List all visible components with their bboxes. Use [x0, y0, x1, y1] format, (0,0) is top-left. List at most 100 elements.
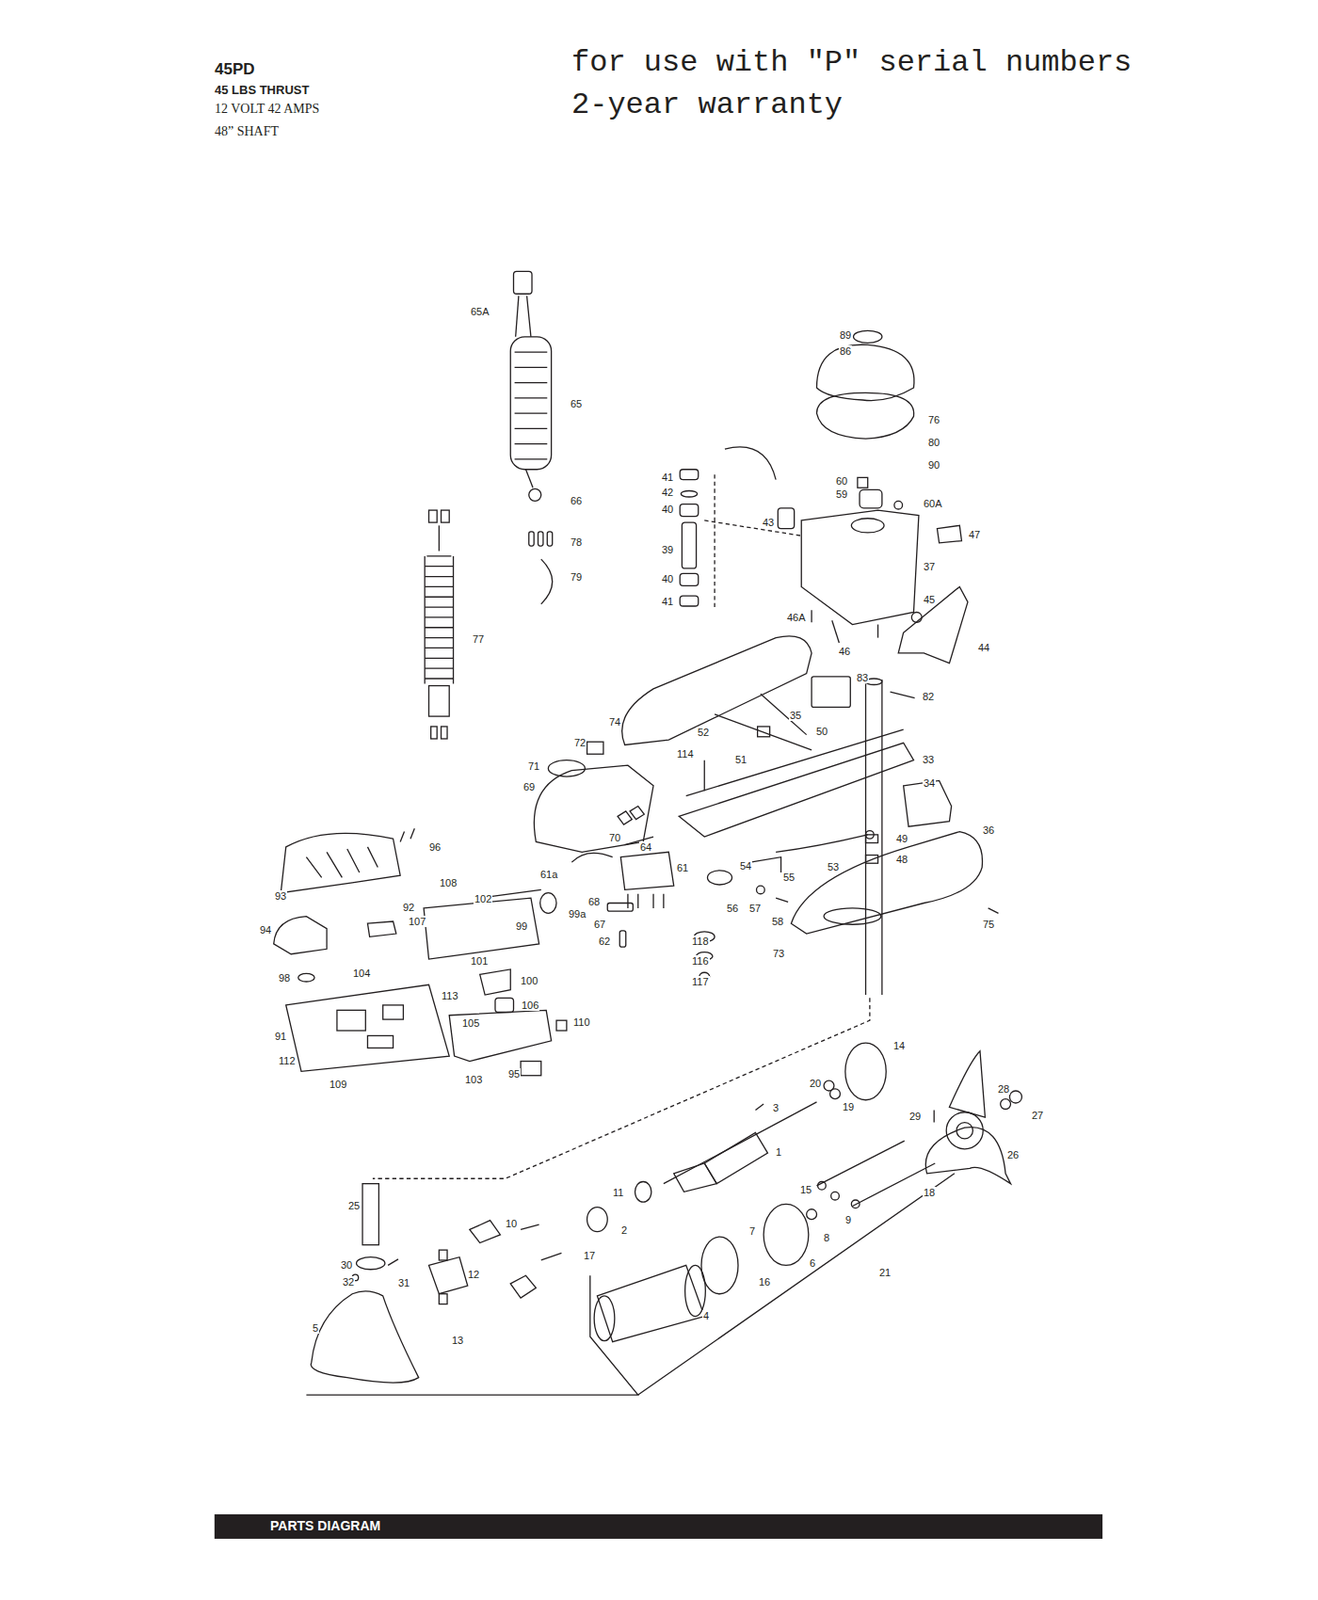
- callout-number: 18: [922, 1187, 936, 1199]
- callout-number: 98: [277, 972, 291, 984]
- head-assembly: [679, 330, 968, 663]
- callout-number: 20: [808, 1077, 822, 1090]
- callout-number: 19: [841, 1101, 855, 1113]
- drawing-stroke: [480, 969, 512, 996]
- drawing-stroke: [898, 586, 968, 663]
- callout-number: 45: [922, 594, 936, 606]
- drawing-stroke: [514, 352, 548, 460]
- callout-number: 83: [855, 672, 869, 684]
- callout-number: 50: [815, 725, 829, 738]
- callout-number: 46A: [786, 611, 807, 624]
- callout-number: 55: [782, 871, 796, 884]
- drawing-stroke: [851, 518, 885, 533]
- drawing-stroke: [305, 847, 378, 879]
- callout-number: 90: [927, 459, 941, 471]
- coil-cord: [424, 510, 453, 740]
- callout-number: 14: [892, 1040, 906, 1052]
- callout-number: 41: [660, 595, 675, 608]
- drawing-stroke: [280, 833, 401, 893]
- drawing-stroke: [685, 1265, 707, 1317]
- drawing-stroke: [679, 504, 699, 517]
- drawing-stroke: [540, 893, 557, 915]
- callout-number: 8: [822, 1232, 831, 1244]
- drawing-stroke: [851, 1163, 935, 1207]
- callout-number: 15: [799, 1184, 813, 1196]
- callout-number: 54: [739, 860, 753, 872]
- callout-number: 1: [774, 1146, 783, 1158]
- drawing-stroke: [724, 447, 776, 481]
- drawing-stroke: [529, 488, 542, 501]
- callout-number: 61: [675, 862, 690, 874]
- drawing-stroke: [441, 510, 451, 523]
- callout-number: 79: [569, 571, 583, 583]
- drawing-stroke: [936, 525, 962, 543]
- drawing-stroke: [845, 1043, 886, 1101]
- drawing-stroke: [546, 531, 552, 547]
- callout-number: 48: [895, 853, 909, 866]
- drawing-stroke: [713, 474, 715, 608]
- drawing-stroke: [701, 1237, 739, 1295]
- callout-number: 52: [696, 726, 710, 739]
- callout-number: 77: [471, 633, 485, 645]
- callout-number: 32: [341, 1276, 355, 1288]
- control-cover: [533, 741, 674, 948]
- callout-number: 64: [639, 841, 653, 853]
- drawing-stroke: [946, 1112, 983, 1150]
- drawing-stroke: [830, 1089, 841, 1100]
- drawing-stroke: [514, 271, 533, 294]
- drawing-stroke: [818, 1181, 827, 1190]
- drawing-stroke: [337, 1010, 366, 1031]
- drawing-stroke: [469, 1221, 501, 1244]
- drawing-stroke: [756, 885, 766, 895]
- warranty-note: 2-year warranty: [571, 88, 843, 122]
- callout-number: 41: [660, 471, 675, 483]
- callout-number: 109: [328, 1078, 348, 1091]
- callout-number: 11: [611, 1187, 625, 1199]
- drawing-stroke: [273, 916, 327, 955]
- drawing-stroke: [520, 1061, 542, 1077]
- drawing-stroke: [438, 1294, 448, 1305]
- drawing-stroke: [298, 973, 315, 982]
- callout-number: 76: [927, 414, 941, 426]
- callout-number: 58: [771, 916, 785, 928]
- callout-number: 94: [258, 924, 273, 936]
- drawing-stroke: [538, 531, 544, 547]
- drawing-stroke: [956, 1123, 973, 1140]
- drawing-stroke: [704, 1132, 768, 1184]
- callout-number: 34: [922, 777, 936, 789]
- drawing-stroke: [679, 469, 699, 481]
- callout-number: 110: [572, 1016, 592, 1029]
- callout-number: 118: [691, 935, 710, 948]
- callout-number: 82: [921, 691, 935, 703]
- drawing-stroke: [806, 1209, 818, 1221]
- callout-number: 106: [520, 999, 540, 1012]
- drawing-stroke: [495, 997, 515, 1013]
- callout-number: 72: [573, 737, 587, 749]
- drawing-stroke: [587, 1207, 609, 1233]
- callout-number: 86: [838, 345, 852, 357]
- drawing-stroke: [367, 1035, 393, 1048]
- drawing-stroke: [362, 1184, 379, 1246]
- drawing-stroke: [678, 742, 914, 837]
- callout-number: 40: [660, 503, 675, 515]
- callout-number: 28: [996, 1083, 1011, 1095]
- electrical-spec: 12 VOLT 42 AMPS: [214, 101, 320, 116]
- drawing-stroke: [541, 559, 553, 605]
- drawing-stroke: [372, 997, 870, 1179]
- callout-number: 46: [837, 645, 852, 658]
- callout-number: 65A: [469, 305, 491, 318]
- callout-number: 40: [660, 573, 675, 585]
- drawing-stroke: [424, 556, 453, 685]
- drawing-stroke: [881, 679, 883, 996]
- callout-number: 117: [691, 976, 710, 988]
- callout-number: 103: [464, 1074, 483, 1086]
- callout-number: 60A: [922, 498, 944, 510]
- callout-number: 92: [401, 901, 416, 914]
- callout-number: 29: [908, 1110, 922, 1123]
- drawing-stroke: [594, 1296, 615, 1342]
- callout-number: 10: [504, 1218, 518, 1230]
- callout-number: 108: [438, 877, 458, 889]
- callout-number: 51: [734, 754, 748, 766]
- drawing-stroke: [541, 1253, 563, 1261]
